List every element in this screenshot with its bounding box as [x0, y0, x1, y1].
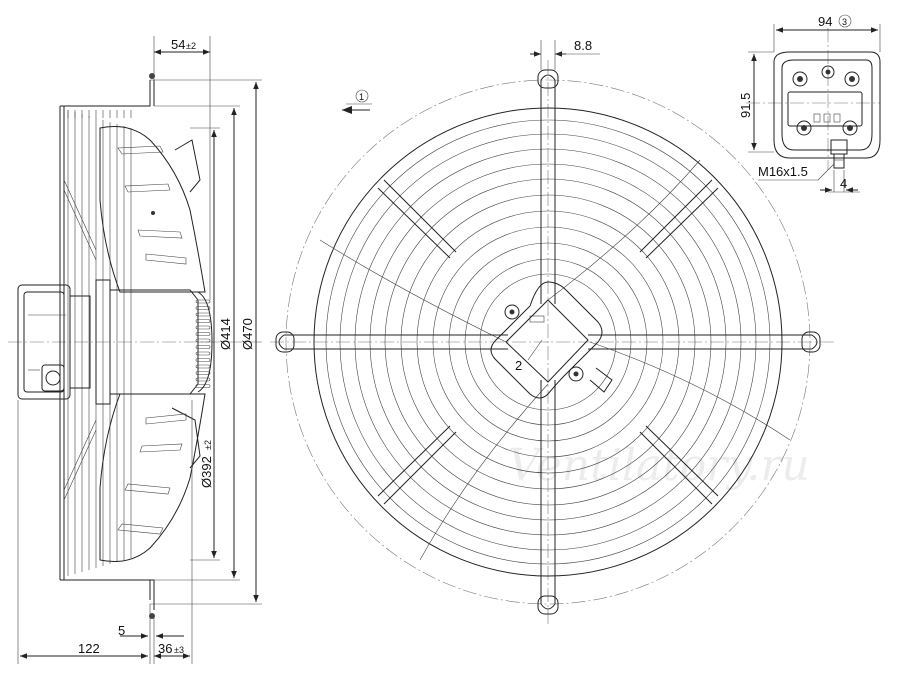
dim-91-5-label: 91.5	[738, 93, 753, 118]
terminal-box-detail: 94 3 91.5 M16x1.5 4	[738, 14, 881, 193]
thread-label: M16x1.5	[758, 164, 808, 179]
dim-54-tolerance: ±2	[186, 41, 196, 51]
front-view: 2 8.8 1	[270, 38, 835, 625]
dim-36-tolerance: ±3	[174, 645, 184, 655]
dim-54-label: 54	[171, 37, 185, 52]
callout-1: 1	[359, 92, 364, 102]
side-view: 54 ±2 Ø414 Ø470 Ø392 ±2 5 122 36 ±3	[8, 36, 262, 664]
dim-5-label: 5	[118, 623, 125, 638]
hub-fins	[195, 299, 211, 388]
dim-94-label: 94	[818, 14, 832, 29]
dim-122-label: 122	[78, 641, 100, 656]
dim-470-label: Ø470	[240, 318, 255, 350]
dim-392-tolerance: ±2	[203, 440, 213, 450]
dim-414-label: Ø414	[218, 318, 233, 350]
dim-8-8-label: 8.8	[574, 38, 592, 53]
guard-struts	[275, 69, 821, 615]
dim-36-label: 36	[158, 641, 172, 656]
callout-4: 4	[840, 176, 847, 191]
guard-rings	[313, 107, 783, 577]
callout-3: 3	[842, 17, 847, 27]
watermark: Ventilatory.ru	[508, 440, 810, 491]
dim-392-label: Ø392	[199, 456, 214, 488]
callout-2: 2	[515, 358, 522, 373]
